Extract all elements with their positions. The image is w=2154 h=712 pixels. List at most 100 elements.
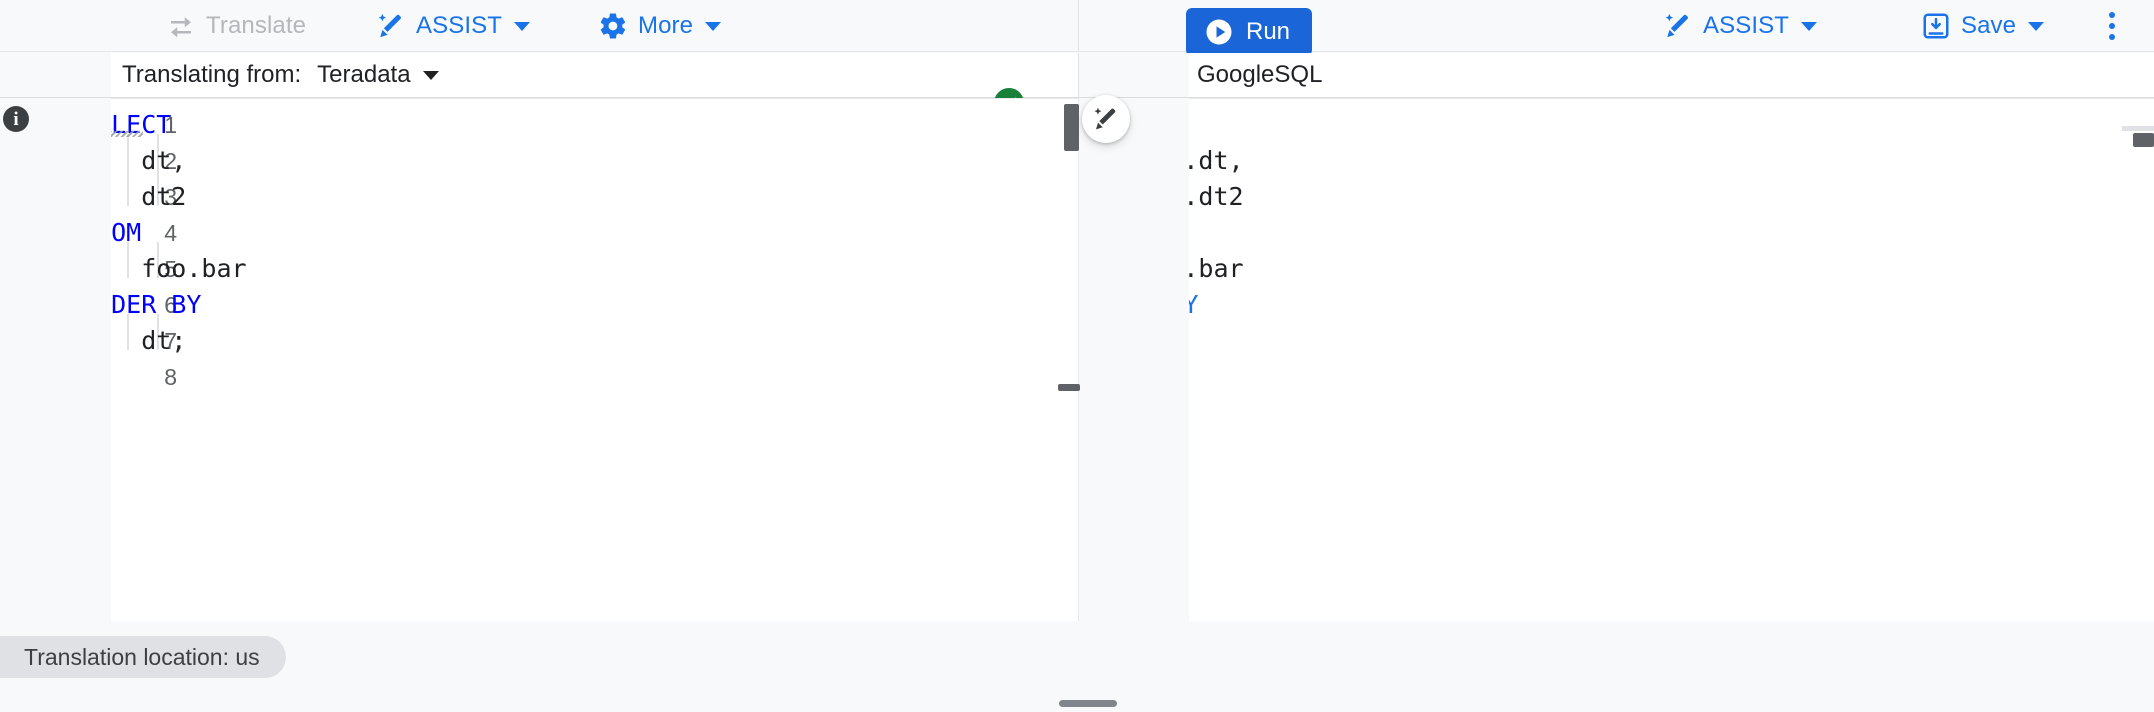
- translation-location-text: Translation location: us: [24, 643, 260, 670]
- target-dialect-value: GoogleSQL: [1197, 61, 1323, 88]
- indent-guide: [127, 242, 129, 278]
- code-text: bar.dt,: [1189, 143, 1244, 179]
- save-download-icon: [1921, 11, 1951, 41]
- target-gutter: [1078, 98, 1189, 621]
- run-button[interactable]: Run: [1186, 8, 1313, 56]
- more-button-label: More: [638, 12, 694, 39]
- kebab-dot: [2109, 34, 2115, 40]
- translate-swap-icon: [166, 11, 196, 41]
- indent-guide: [157, 242, 159, 278]
- code-line[interactable]: 4 FROM: [111, 215, 1079, 251]
- code-line[interactable]: 7 dt;: [111, 323, 1079, 359]
- sql-keyword: ORDER BY: [111, 290, 202, 319]
- kebab-dot: [2109, 23, 2115, 29]
- code-line[interactable]: 2 bar.dt,: [1189, 143, 2154, 179]
- translate-button-label: Translate: [206, 12, 307, 39]
- assist-left-button-label: ASSIST: [416, 12, 502, 39]
- source-dialect-value: Teradata: [317, 61, 411, 88]
- target-vertical-scrollbar[interactable]: [2133, 133, 2154, 147]
- code-line[interactable]: 1SELECT: [111, 107, 1079, 143]
- sql-text: foo.bar: [1189, 254, 1244, 283]
- line-number: 7: [164, 328, 177, 354]
- kebab-menu-icon[interactable]: [2092, 6, 2132, 46]
- code-line[interactable]: 9: [1189, 395, 2154, 431]
- code-text: bar.dt2: [1189, 179, 1244, 215]
- info-icon[interactable]: i: [3, 106, 29, 132]
- code-text: dt2: [111, 179, 186, 215]
- editor-top-rule: [111, 98, 1079, 99]
- code-text: SELECT: [111, 107, 171, 143]
- code-line[interactable]: 4 FROM: [1189, 215, 2154, 251]
- gear-icon: [598, 11, 628, 41]
- indent-guide: [127, 314, 129, 350]
- magic-pen-icon: [376, 11, 406, 41]
- line-number: 8: [164, 364, 177, 390]
- sql-text: dt;: [141, 326, 187, 355]
- code-line[interactable]: 7 dt: [1189, 323, 2154, 359]
- toolbar-vertical-divider: [1078, 0, 1079, 52]
- code-line[interactable]: 8;: [1189, 359, 2154, 395]
- code-line[interactable]: 8: [111, 359, 1079, 395]
- sql-keyword: SELECT: [111, 110, 171, 139]
- chevron-down-icon: [422, 70, 439, 80]
- code-text: ORDER BY: [111, 287, 201, 323]
- indent-guide: [127, 134, 129, 206]
- play-circle-icon: [1204, 17, 1234, 47]
- line-number: 6: [164, 292, 177, 318]
- assist-right-button[interactable]: ASSIST: [1653, 6, 1827, 46]
- code-line[interactable]: 5 foo.bar: [1189, 251, 2154, 287]
- more-button[interactable]: More: [588, 6, 731, 46]
- chevron-down-icon: [513, 21, 530, 31]
- code-line[interactable]: 3 bar.dt2: [1189, 179, 2154, 215]
- assist-right-button-label: ASSIST: [1703, 12, 1789, 39]
- editor-top-rule: [1189, 98, 2154, 99]
- source-horizontal-scrollbar[interactable]: [1058, 384, 1080, 391]
- chevron-down-icon: [705, 21, 722, 31]
- code-line[interactable]: 6ORDER BY: [111, 287, 1079, 323]
- line-number: 1: [164, 112, 177, 138]
- source-vertical-scrollbar[interactable]: [1064, 104, 1079, 151]
- code-line[interactable]: 2 dt,: [111, 143, 1079, 179]
- code-line[interactable]: 1SELECT: [1189, 107, 2154, 143]
- code-text: dt;: [111, 323, 186, 359]
- sql-text: bar.dt2: [1189, 182, 1244, 211]
- translate-button[interactable]: Translate: [156, 6, 316, 46]
- save-button[interactable]: Save: [1911, 6, 2054, 46]
- indent-guide: [157, 134, 159, 206]
- target-scrollbar-track: [2122, 126, 2154, 131]
- save-button-label: Save: [1961, 12, 2017, 39]
- source-dialect-select[interactable]: Teradata: [317, 61, 439, 89]
- chevron-down-icon: [1800, 21, 1817, 31]
- code-text: ORDER BY: [1189, 287, 1198, 323]
- top-toolbar: Translate ASSIST More: [0, 0, 2154, 56]
- dialect-header-row: Translating from: Teradata GoogleSQL: [0, 53, 2154, 98]
- sql-text: dt2: [141, 182, 187, 211]
- sql-keyword: FROM: [111, 218, 142, 247]
- magic-pen-icon: [1663, 11, 1693, 41]
- inline-assist-fab[interactable]: [1082, 95, 1130, 143]
- syntax-warning-underline: [111, 131, 143, 137]
- chevron-down-icon: [2028, 21, 2045, 31]
- line-number: 5: [164, 256, 177, 282]
- bottom-bar: [0, 621, 2154, 712]
- subheader-vertical-divider: [1078, 53, 1079, 97]
- code-line[interactable]: 6ORDER BY: [1189, 287, 2154, 323]
- run-button-label: Run: [1246, 18, 1291, 45]
- source-sql-editor[interactable]: 1SELECT2 dt,3 dt24FROM5 foo.bar6ORDER BY…: [111, 98, 1079, 621]
- line-number: 2: [164, 148, 177, 174]
- line-number: 4: [164, 220, 177, 246]
- sql-keyword: ORDER BY: [1189, 290, 1199, 319]
- translating-from-label: Translating from:: [122, 61, 302, 88]
- panel-resize-handle[interactable]: [1059, 700, 1117, 707]
- code-line[interactable]: 5 foo.bar: [111, 251, 1079, 287]
- code-text: FROM: [111, 215, 141, 251]
- source-code-lines[interactable]: 1SELECT2 dt,3 dt24FROM5 foo.bar6ORDER BY…: [111, 98, 1079, 621]
- code-text: dt,: [111, 143, 186, 179]
- source-dialect-header: Translating from: Teradata: [111, 53, 1079, 97]
- code-text: foo.bar: [111, 251, 246, 287]
- assist-left-button[interactable]: ASSIST: [366, 6, 540, 46]
- code-line[interactable]: 3 dt2: [111, 179, 1079, 215]
